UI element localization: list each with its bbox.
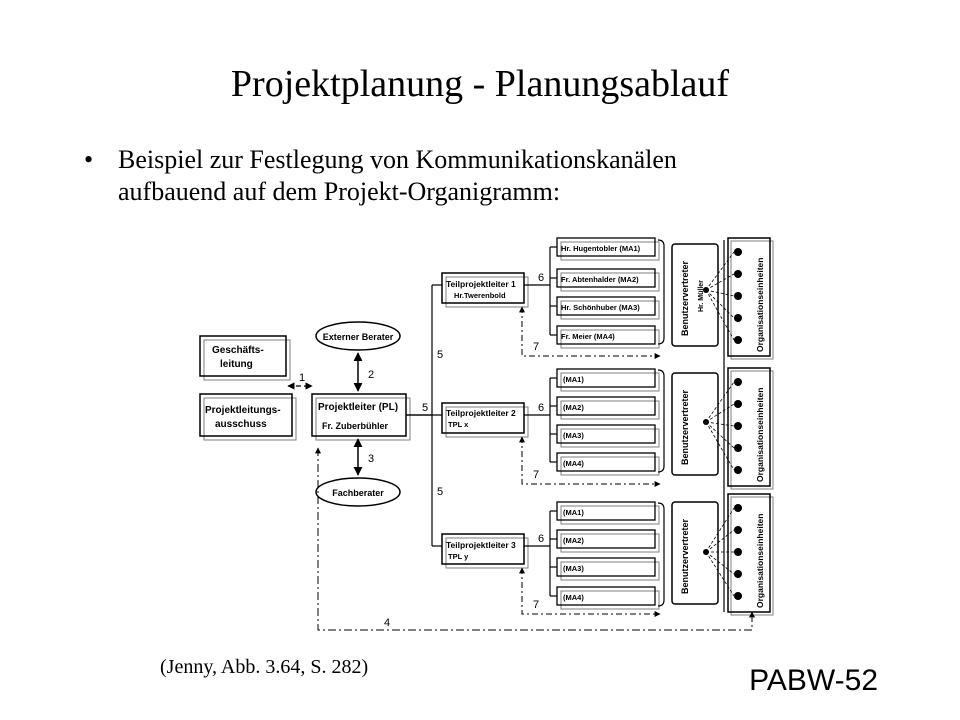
geschaeftsleitung-box xyxy=(199,335,287,377)
staff-2-2-label: (MA2) xyxy=(563,403,584,412)
ausschuss-label-2: ausschuss xyxy=(215,419,267,430)
teilprojektleiter-2-box xyxy=(441,402,525,434)
geschaeftsleitung-label-1: Geschäfts- xyxy=(212,345,264,356)
staff-3-3-label: (MA3) xyxy=(563,564,584,573)
staff-2-4-label: (MA4) xyxy=(563,459,584,468)
staff-1-1-label: Hr. Hugentobler (MA1) xyxy=(561,244,641,253)
channel-label-1: 1 xyxy=(299,372,305,384)
channel-7-line-3 xyxy=(519,567,661,617)
teilprojektleiter-2-label: Teilprojektleiter 2 xyxy=(446,408,516,418)
staff-2-3-label: (MA3) xyxy=(563,431,584,440)
channel-label-7b: 7 xyxy=(533,469,539,481)
channel-label-5a: 5 xyxy=(437,349,443,361)
staff-3-2-label: (MA2) xyxy=(563,536,584,545)
channel-label-5c: 5 xyxy=(437,486,443,498)
staff-2-1-label: (MA1) xyxy=(563,375,584,384)
staff-1-3-label: Hr. Schönhuber (MA3) xyxy=(561,303,640,312)
benutzervertreter-label-3: Benutzervertreter xyxy=(680,518,690,594)
channel-label-7c: 7 xyxy=(533,599,539,611)
bullet-line-1: Beispiel zur Festlegung von Kommunikatio… xyxy=(118,145,677,174)
teilprojektleiter-1-sub: Hr.Twerenbold xyxy=(454,291,506,300)
organisation-label-1: Organisationseinheiten xyxy=(755,258,765,352)
teilprojektleiter-2-sub: TPL x xyxy=(448,420,469,429)
channel-label-7a: 7 xyxy=(533,341,539,353)
externer-berater-ellipse xyxy=(315,321,401,351)
staff-3-4-label: (MA4) xyxy=(563,593,584,602)
teilprojektleiter-1-box xyxy=(441,272,525,304)
source-citation: (Jenny, Abb. 3.64, S. 282) xyxy=(160,656,369,678)
organisation-label-3: Organisationseinheiten xyxy=(755,514,765,608)
teilprojektleiter-3-sub: TPL y xyxy=(448,552,469,561)
benutzervertreter-frame-2 xyxy=(671,372,719,476)
teilprojektleiter-1-label: Teilprojektleiter 1 xyxy=(446,279,516,289)
channel-label-2: 2 xyxy=(368,369,374,381)
channel-label-6a: 6 xyxy=(538,272,544,284)
slide-title: Projektplanung - Planungsablauf xyxy=(230,63,730,105)
channel-7-line-2 xyxy=(519,436,661,487)
projektleiter-label-2: Fr. Zuberbühler xyxy=(322,421,389,431)
channel-label-4: 4 xyxy=(384,617,390,629)
staff-1-2-label: Fr. Abtenhalder (MA2) xyxy=(561,275,639,284)
benutzervertreter-sub-1: Hr. Müller xyxy=(698,280,705,312)
channel-label-6c: 6 xyxy=(538,533,544,545)
benutzervertreter-label-1: Benutzervertreter xyxy=(680,260,690,336)
channel-label-6b: 6 xyxy=(538,402,544,414)
channel-label-3: 3 xyxy=(368,453,374,465)
bullet-line-2: aufbauend auf dem Projekt-Organigramm: xyxy=(118,177,561,206)
benutzervertreter-frame-1 xyxy=(671,243,719,347)
ausschuss-label-1: Projektleitungs- xyxy=(205,405,281,416)
staff-1-4-label: Fr. Meier (MA4) xyxy=(561,332,615,341)
bullet-item: • Beispiel zur Festlegung von Kommunikat… xyxy=(84,144,864,208)
benutzervertreter-label-2: Benutzervertreter xyxy=(680,389,690,465)
bullet-dot: • xyxy=(84,145,94,174)
geschaeftsleitung-label-2: leitung xyxy=(220,359,253,370)
page-code: PABW-52 xyxy=(749,664,878,697)
organisation-frame-1 xyxy=(727,237,771,357)
staff-3-1-label: (MA1) xyxy=(563,508,584,517)
channel-7-line-1 xyxy=(519,306,661,359)
channel-label-5b: 5 xyxy=(422,402,428,414)
teilprojektleiter-3-label: Teilprojektleiter 3 xyxy=(446,540,516,550)
fachberater-label: Fachberater xyxy=(332,488,384,498)
benutzervertreter-frame-3 xyxy=(671,501,719,605)
externer-berater-label: Externer Berater xyxy=(323,332,394,342)
teilprojektleiter-3-box xyxy=(441,533,525,565)
organisation-label-2: Organisationseinheiten xyxy=(755,388,765,482)
channel-4-line xyxy=(315,447,755,631)
projektleiter-label-1: Projektleiter (PL) xyxy=(318,402,398,413)
ausschuss-box xyxy=(199,393,293,437)
